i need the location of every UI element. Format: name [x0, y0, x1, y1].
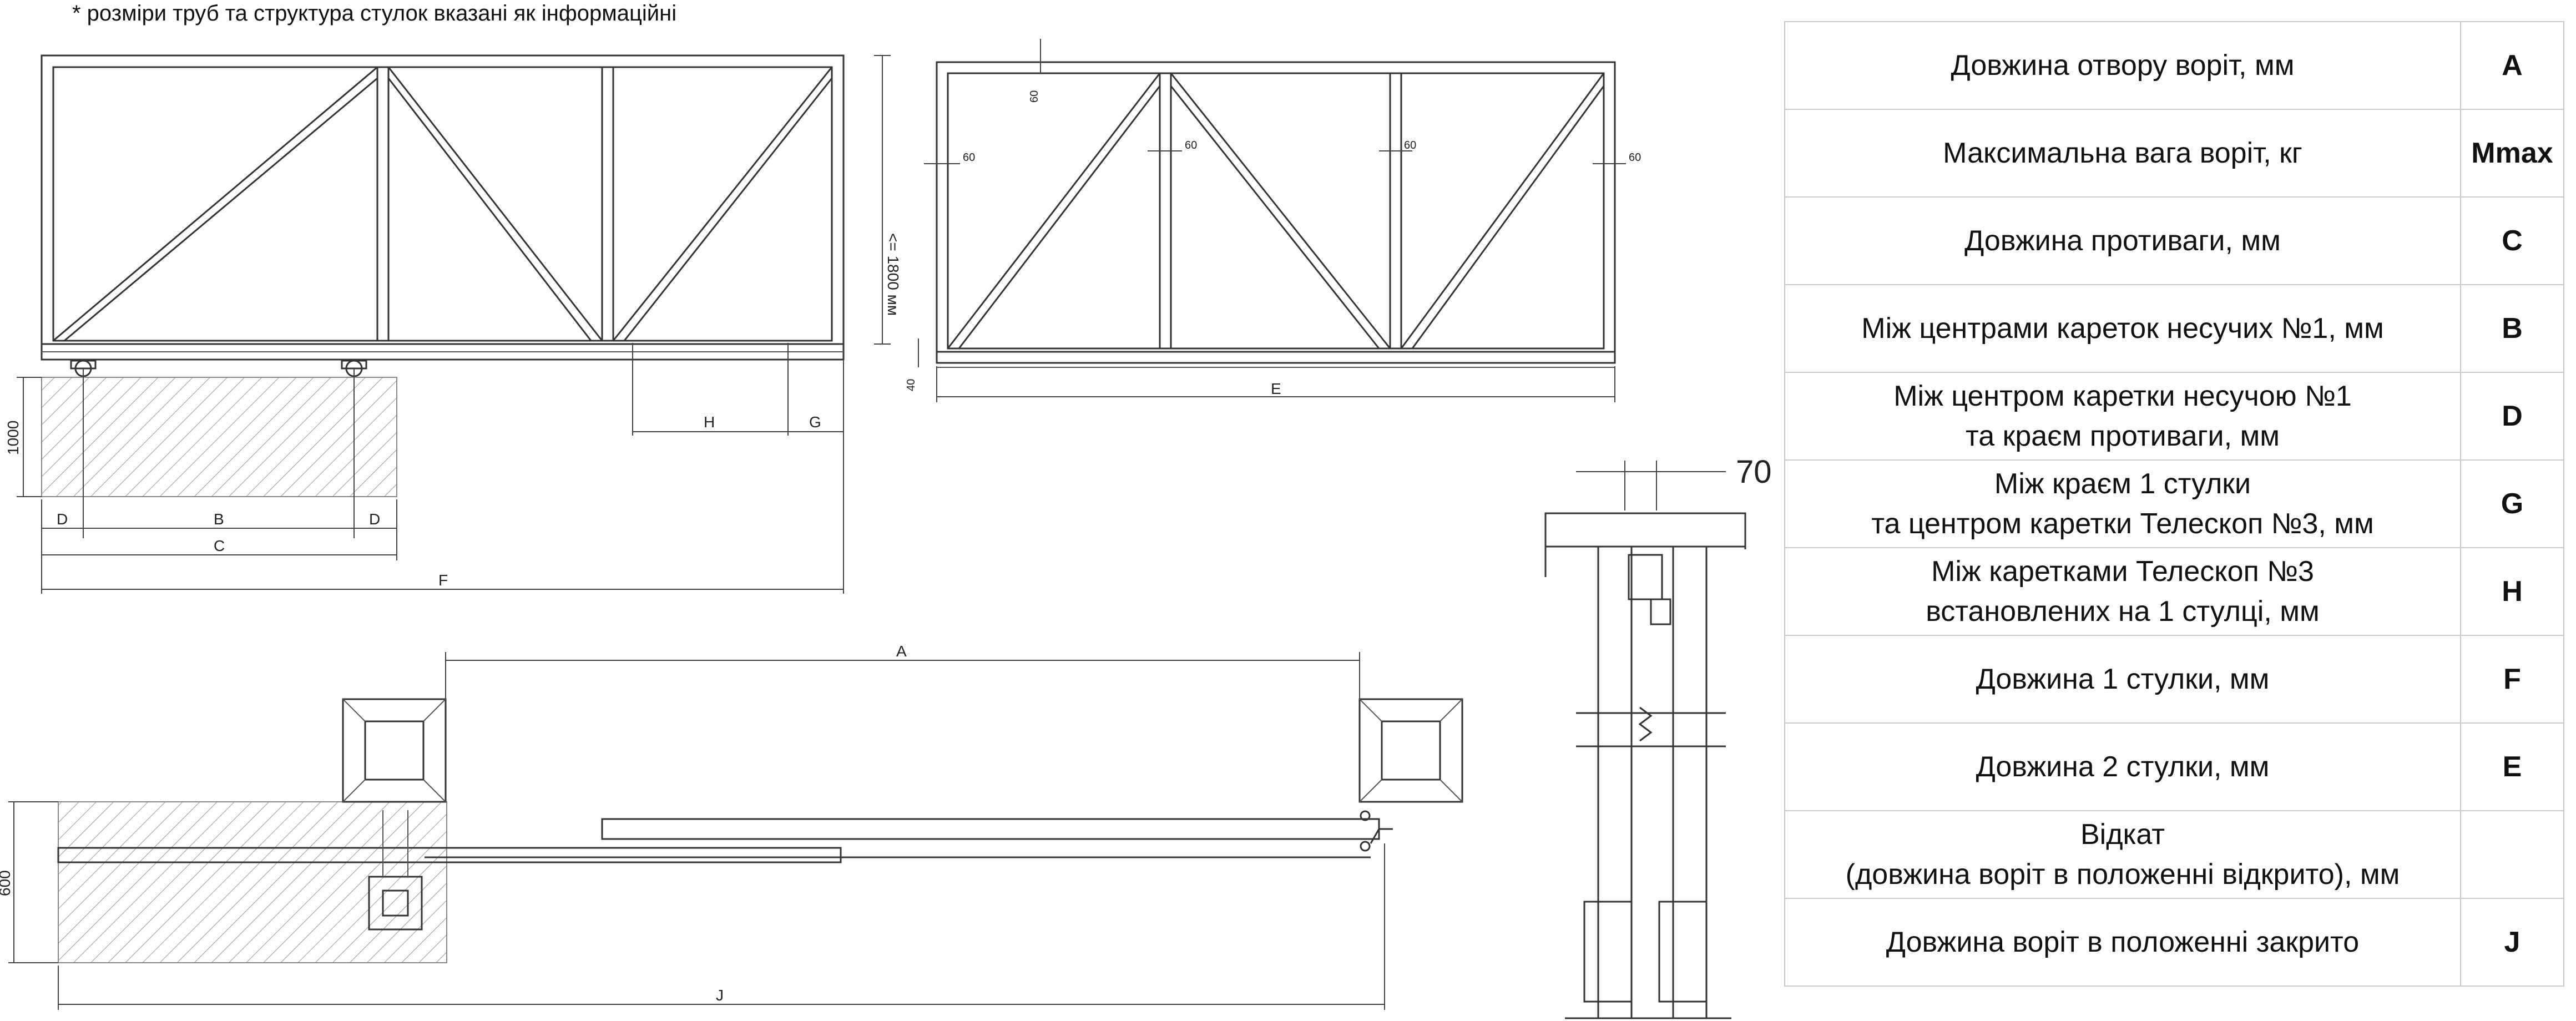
- table-row: Довжина 1 стулки, мм F: [1784, 635, 2564, 724]
- frame-60-mid1: 60: [1185, 139, 1197, 151]
- parameter-label-line: Між каретками Телескоп №3: [1931, 555, 2314, 588]
- parameter-symbol: B: [2460, 284, 2564, 373]
- table-row: Довжина отвору воріт, мм A: [1784, 21, 2564, 110]
- dim-C: C: [214, 537, 225, 554]
- parameter-label-line: Відкат: [2080, 818, 2165, 851]
- height-label: <= 1800 мм: [885, 233, 902, 316]
- gate-technical-drawing: <= 1800 мм 1000 D B D C F H G: [0, 39, 1772, 1019]
- dim-E: E: [1271, 380, 1281, 397]
- dim-D-left: D: [57, 510, 68, 528]
- parameter-label: Довжина противаги, мм: [1784, 196, 2461, 285]
- parameter-label: Між каретками Телескоп №3 встановлених на…: [1784, 547, 2461, 636]
- section-view: 70: [1544, 454, 1772, 1019]
- dim-G: G: [809, 413, 821, 431]
- parameter-symbol: H: [2460, 547, 2564, 636]
- dim-D-right: D: [369, 510, 380, 528]
- parameter-symbol: E: [2460, 722, 2564, 811]
- table-row: Максимальна вага воріт, кг Mmax: [1784, 109, 2564, 198]
- parameter-symbol: F: [2460, 635, 2564, 724]
- table-row: Між краєм 1 стулки та центром каретки Тел…: [1784, 459, 2564, 548]
- parameter-label-line: Довжина 1 стулки, мм: [1976, 663, 2270, 695]
- parameter-label-line: Між центром каретки несучою №1: [1893, 380, 2352, 412]
- table-row: Відкат (довжина воріт в положенні відкрит…: [1784, 810, 2564, 899]
- table-row: Між центрами кареток несучих №1, мм B: [1784, 284, 2564, 373]
- parameter-label: Довжина отвору воріт, мм: [1784, 21, 2461, 110]
- gate-leaf-1-elevation: <= 1800 мм 1000 D B D C F H G: [4, 54, 902, 594]
- parameter-label: Між краєм 1 стулки та центром каретки Тел…: [1784, 459, 2461, 548]
- parameter-label-line: Довжина 2 стулки, мм: [1976, 751, 2270, 783]
- dim-J: J: [716, 987, 724, 1004]
- parameter-label-line: та центром каретки Телескоп №3, мм: [1871, 508, 2374, 540]
- parameter-label: Між центром каретки несучою №1 та краєм п…: [1784, 372, 2461, 461]
- ground-40-label: 40: [905, 379, 917, 391]
- parameter-label-line: Довжина противаги, мм: [1964, 225, 2281, 257]
- plan-view: A 600 J: [0, 643, 1463, 1010]
- parameter-label-line: та краєм противаги, мм: [1965, 420, 2280, 452]
- parameter-label: Максимальна вага воріт, кг: [1784, 109, 2461, 198]
- parameter-symbol: J: [2460, 898, 2564, 987]
- parameter-label: Довжина воріт в положенні закрито: [1784, 898, 2461, 987]
- parameter-symbol: A: [2460, 21, 2564, 110]
- parameter-label-line: встановлених на 1 стулці, мм: [1926, 595, 2320, 628]
- table-row: Довжина противаги, мм C: [1784, 196, 2564, 285]
- info-note: * розміри труб та структура стулок вказа…: [72, 1, 677, 26]
- foundation-depth-label: 1000: [4, 421, 22, 455]
- frame-60-top: 60: [1028, 90, 1040, 103]
- parameter-symbol: [2460, 810, 2564, 899]
- parameter-label: Відкат (довжина воріт в положенні відкрит…: [1784, 810, 2461, 899]
- parameter-label: Довжина 1 стулки, мм: [1784, 635, 2461, 724]
- table-row: Між каретками Телескоп №3 встановлених на…: [1784, 547, 2564, 636]
- frame-60-right: 60: [1629, 151, 1641, 164]
- section-width-label: 70: [1736, 454, 1772, 490]
- parameter-label-line: Між центрами кареток несучих №1, мм: [1861, 312, 2384, 345]
- parameter-label: Між центрами кареток несучих №1, мм: [1784, 284, 2461, 373]
- parameter-label-line: (довжина воріт в положенні відкрито), мм: [1845, 858, 2400, 891]
- table-row: Довжина 2 стулки, мм E: [1784, 722, 2564, 811]
- frame-60-mid2: 60: [1404, 139, 1416, 151]
- parameter-symbol: G: [2460, 459, 2564, 548]
- table-row: Між центром каретки несучою №1 та краєм п…: [1784, 372, 2564, 461]
- parameter-label-line: Довжина воріт в положенні закрито: [1886, 926, 2360, 958]
- dim-A: A: [896, 643, 907, 660]
- parameter-label-line: Між краєм 1 стулки: [1994, 468, 2251, 500]
- parameter-label-line: Довжина отвору воріт, мм: [1951, 49, 2295, 82]
- parameter-symbol: Mmax: [2460, 109, 2564, 198]
- parameter-symbol: D: [2460, 372, 2564, 461]
- dim-F: F: [438, 572, 448, 589]
- parameter-label-line: Максимальна вага воріт, кг: [1943, 137, 2302, 169]
- dim-B: B: [214, 510, 224, 528]
- frame-60-left: 60: [963, 151, 975, 164]
- parameter-label: Довжина 2 стулки, мм: [1784, 722, 2461, 811]
- table-row: Довжина воріт в положенні закрито J: [1784, 898, 2564, 987]
- dim-H: H: [704, 413, 715, 431]
- plan-depth-label: 600: [0, 870, 13, 896]
- parameter-symbol: C: [2460, 196, 2564, 285]
- gate-leaf-2-elevation: 60 60 60 60 60 40 E: [905, 39, 1641, 402]
